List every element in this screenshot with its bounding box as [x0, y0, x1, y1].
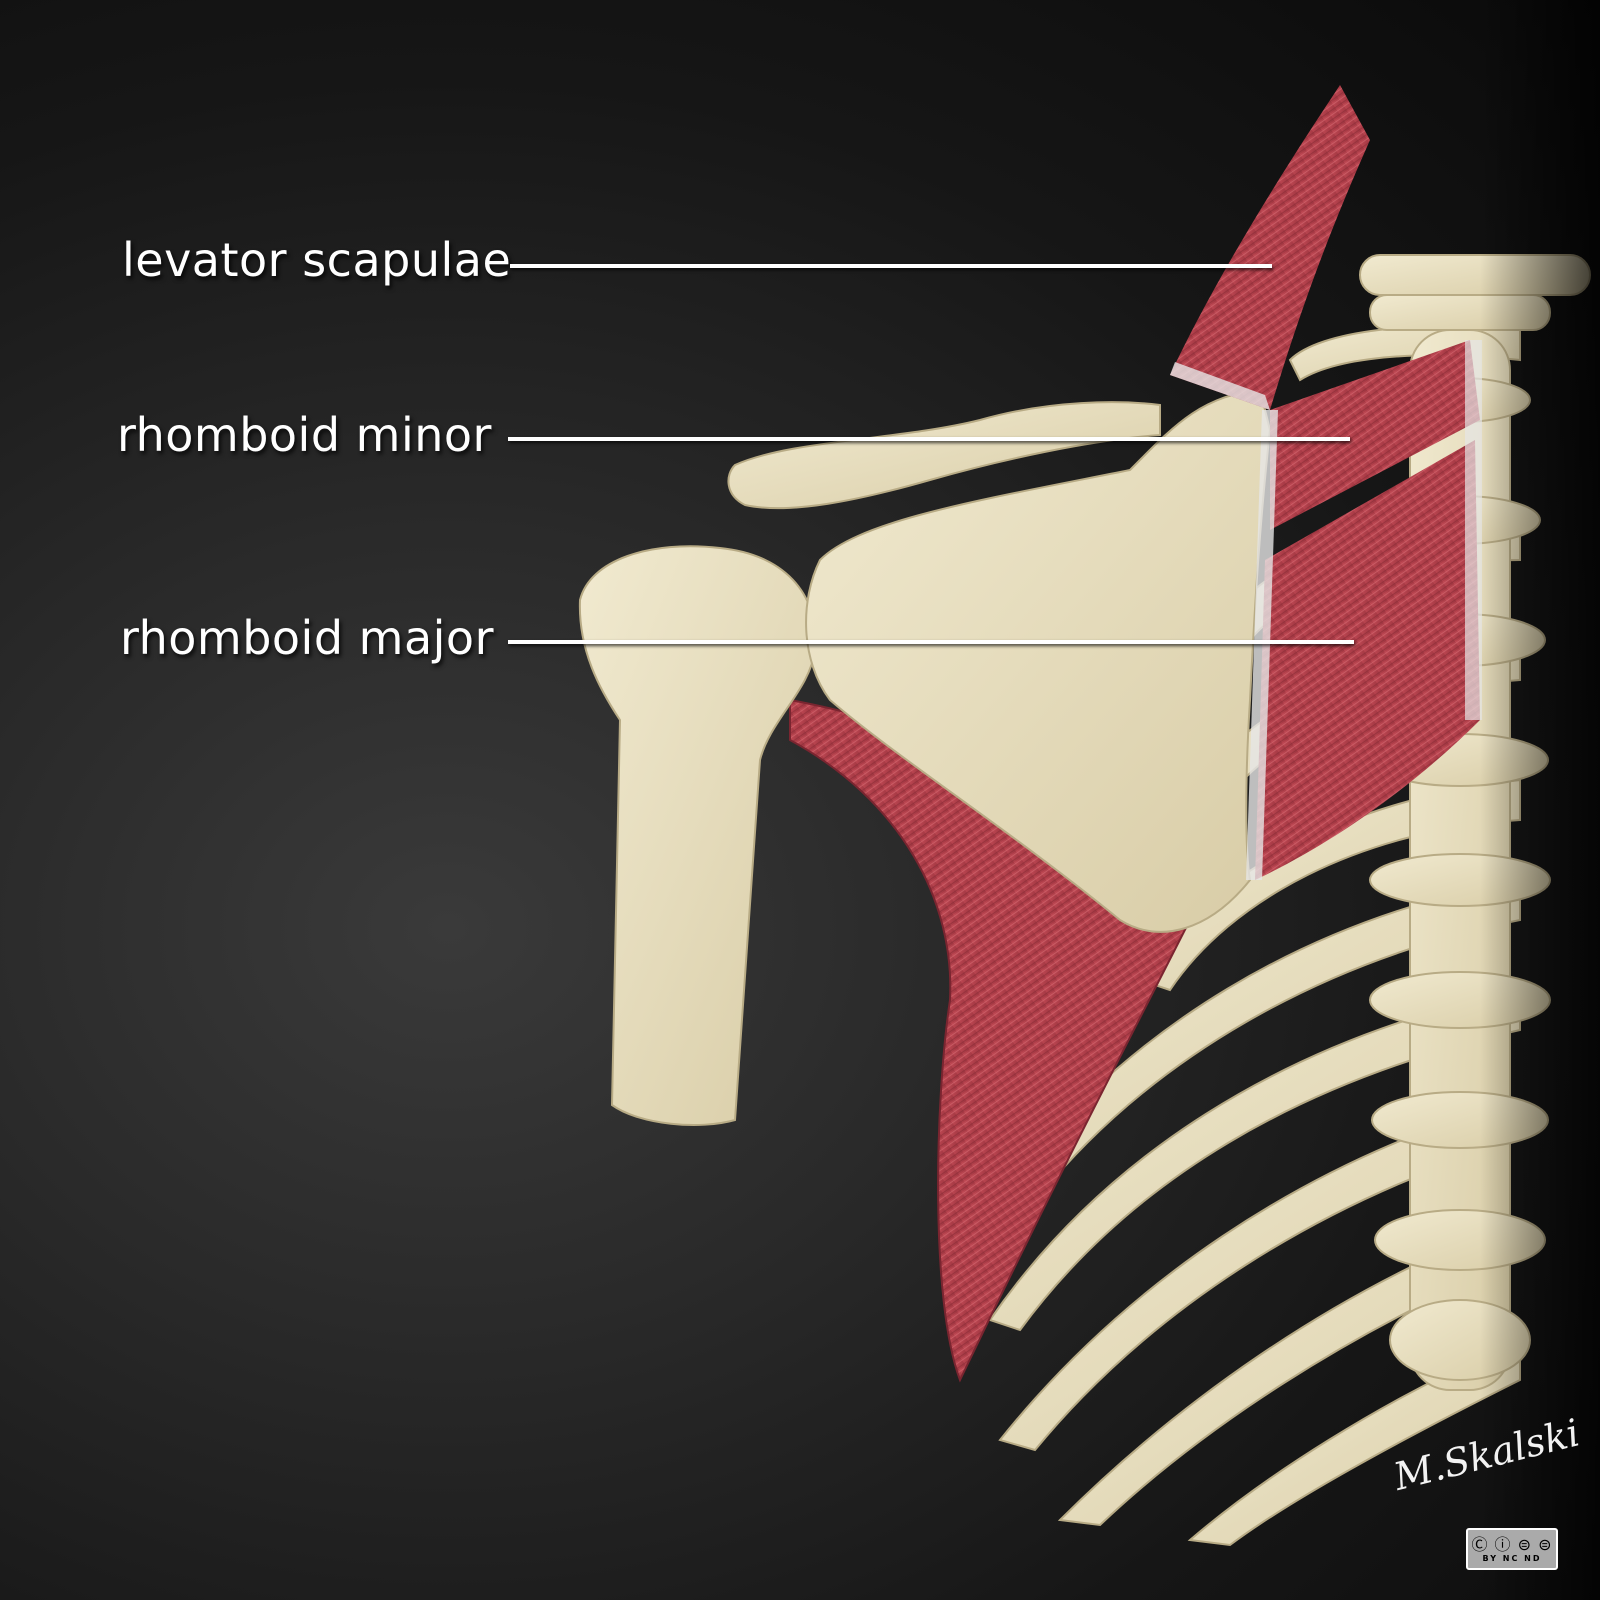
scapula	[805, 388, 1272, 933]
humerus	[578, 545, 817, 1126]
cc-license-badge: Ⓒ ⓘ ⊜ ⊜ BY NC ND	[1466, 1528, 1558, 1570]
label-levator-scapulae: levator scapulae	[122, 233, 512, 287]
leader-line-rhomboid-major	[508, 640, 1354, 644]
leader-line-levator-scapulae	[510, 264, 1272, 268]
label-rhomboid-minor: rhomboid minor	[117, 408, 492, 462]
cc-by-nc-nd-icon: Ⓒ ⓘ ⊜ ⊜	[1471, 1534, 1553, 1554]
label-rhomboid-major: rhomboid major	[120, 611, 494, 665]
rhomboid-major-muscle	[1255, 440, 1480, 880]
rhomboid-minor-muscle	[1270, 340, 1480, 530]
leader-line-rhomboid-minor	[508, 437, 1350, 441]
license-terms: BY NC ND	[1482, 1553, 1542, 1563]
levator-scapulae-muscle	[1170, 85, 1370, 410]
